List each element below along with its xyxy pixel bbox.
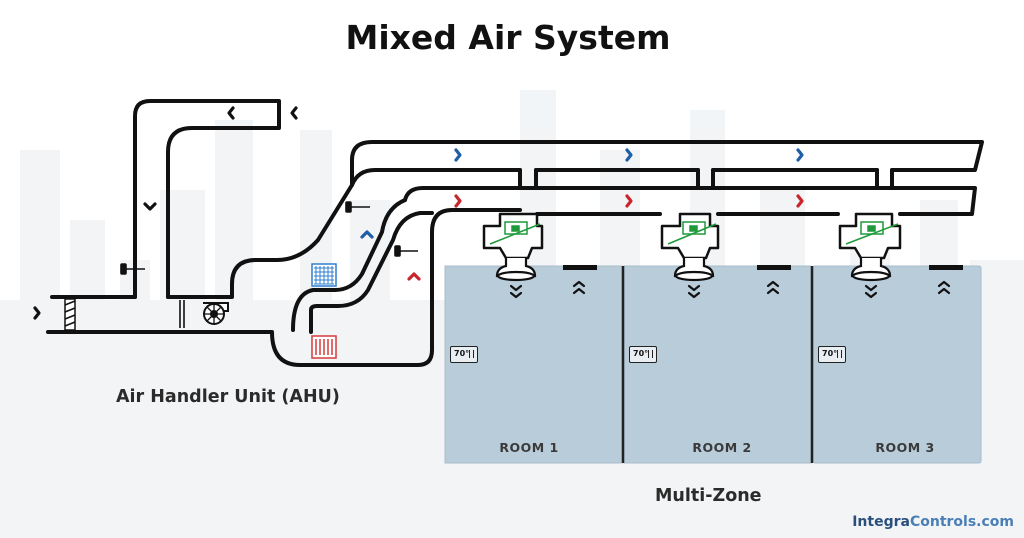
room-2 [623,265,812,464]
mixing-damper-icon [179,300,185,328]
thermostat-icon: 70° [818,346,846,363]
airflow-arrow-icon [454,148,462,162]
airflow-arrow-icon [360,230,374,239]
mixing-plenum [166,168,522,299]
duct-flow-arrows [33,106,298,320]
airflow-arrow-icon [625,194,633,208]
airflow-arrow-icon [796,194,804,208]
diffusers [495,258,892,282]
filter-icon [64,298,76,331]
rooms [444,265,982,464]
return-grille-icon [929,265,963,270]
page-title: Mixed Air System [345,18,671,57]
thermostat-icon: 70° [629,346,657,363]
airflow-arrow-icon [687,284,701,299]
ductwork [46,99,984,367]
outside-air-duct [133,99,281,299]
room-airflow-arrows [509,280,951,299]
thermostat-icon: 70° [450,346,478,363]
room-2-label: ROOM 2 [692,440,752,455]
brand-name-part2: Controls.com [909,514,1014,530]
return-flow-arrows [360,148,804,239]
duct-sensors [120,201,418,275]
room-3-label: ROOM 3 [875,440,935,455]
zone-dampers [489,221,899,245]
mixing-box-room-2 [660,212,720,260]
ahu-label: Air Handler Unit (AHU) [116,387,340,407]
brand-watermark: IntegraControls.com [852,514,1014,530]
sensor-icon [345,201,352,213]
airflow-arrow-icon [864,284,878,299]
return-grille-icon [757,265,791,270]
airflow-arrow-icon [625,148,633,162]
brand-name-part1: Integra [852,514,910,530]
return-duct [350,140,984,187]
cold-deck-duct [291,186,522,332]
airflow-arrow-icon [796,148,804,162]
sensor-icon [394,245,401,257]
airflow-arrow-icon [766,280,780,295]
return-grilles [563,265,963,270]
heating-coil-icon [311,335,337,359]
airflow-arrow-icon [937,280,951,295]
multizone-label: Multi-Zone [655,486,762,506]
cooling-coil-icon [311,263,337,287]
airflow-arrow-icon [33,306,41,320]
airflow-arrow-icon [509,284,523,299]
room-3 [812,265,982,464]
airflow-arrow-icon [143,202,157,211]
mixing-box-room-3 [838,212,902,260]
fan-icon [203,302,229,325]
sensor-icon [120,263,127,275]
room-1-label: ROOM 1 [499,440,559,455]
return-grille-icon [563,265,597,270]
supply-flow-arrows [407,194,804,281]
room-1 [444,265,623,464]
mixing-plenum [46,208,522,367]
airflow-arrow-icon [572,280,586,295]
supply-duct [309,211,434,334]
airflow-arrow-icon [290,106,298,120]
airflow-arrow-icon [407,272,421,281]
airflow-arrow-icon [227,106,235,120]
airflow-arrow-icon [454,194,462,208]
branch-connector [518,168,894,190]
